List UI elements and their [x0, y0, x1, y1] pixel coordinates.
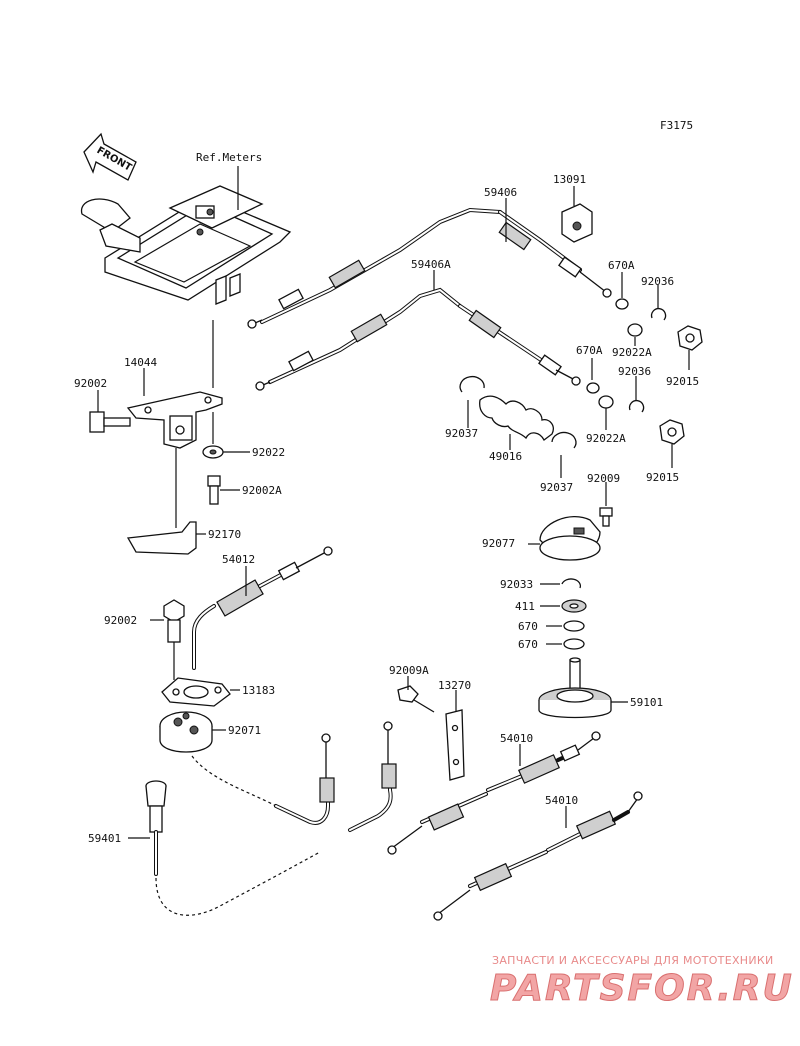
- label-670-a: 670: [518, 620, 538, 633]
- label-92036-a: 92036: [641, 275, 674, 288]
- label-59101: 59101: [630, 696, 663, 709]
- boot-49016: [479, 395, 554, 441]
- clip-92036-a: [650, 307, 667, 321]
- part-13091: [561, 203, 593, 243]
- cable-59406A: [255, 287, 581, 391]
- label-49016: 49016: [489, 450, 522, 463]
- clip-92037-b: [551, 431, 577, 449]
- cover-92077: [539, 515, 601, 561]
- figure-code: F3175: [660, 119, 693, 132]
- label-92170: 92170: [208, 528, 241, 541]
- washer-92022A-b: [598, 395, 614, 409]
- label-92015-b: 92015: [646, 471, 679, 484]
- ref-meters-label: Ref.Meters: [196, 151, 262, 164]
- label-13183: 13183: [242, 684, 275, 697]
- label-92077: 92077: [482, 537, 515, 550]
- label-92002-b: 92002: [104, 614, 137, 627]
- grommet-92071: [159, 711, 213, 753]
- meter-bracket-assembly: [81, 185, 292, 305]
- routing-line-a: [191, 755, 277, 807]
- cable-59401: [145, 780, 167, 876]
- cable-54010-a: [387, 731, 601, 855]
- screw-92009: [599, 507, 613, 527]
- bracket-14044: [126, 391, 223, 449]
- cable-54012: [192, 546, 333, 670]
- label-92009: 92009: [587, 472, 620, 485]
- watermark-tagline: ЗАПЧАСТИ И АКСЕССУАРЫ ДЛЯ МОТОТЕХНИКИ: [492, 954, 774, 967]
- bolt-92002-a: [89, 411, 131, 433]
- front-arrow-icon: FRONT: [83, 132, 137, 181]
- label-92015-a: 92015: [666, 375, 699, 388]
- cable-59406: [247, 207, 612, 329]
- clip-92037-a: [459, 375, 485, 393]
- label-59401: 59401: [88, 832, 121, 845]
- label-14044: 14044: [124, 356, 157, 369]
- plate-13270: [445, 709, 465, 781]
- watermark-brand: PARTSFOR.RU: [490, 968, 794, 1009]
- routing-line-b: [155, 851, 321, 916]
- bolt-92002A: [207, 475, 221, 505]
- washer-92022A-a: [627, 323, 643, 337]
- clamp-92170: [126, 448, 197, 555]
- cable-bend-b: [348, 721, 397, 832]
- label-92071: 92071: [228, 724, 261, 737]
- clip-92036-b: [628, 399, 645, 413]
- pulley-59101: [538, 657, 612, 719]
- nut-92015-a: [677, 325, 703, 351]
- oring-670A-b: [586, 382, 600, 394]
- label-54010-a: 54010: [500, 732, 533, 745]
- label-92037-a: 92037: [445, 427, 478, 440]
- label-92009A: 92009A: [389, 664, 429, 677]
- oring-670-a: [563, 620, 585, 632]
- label-92002A: 92002A: [242, 484, 282, 497]
- cable-54010-b: [433, 791, 643, 921]
- label-92022: 92022: [252, 446, 285, 459]
- label-13270: 13270: [438, 679, 471, 692]
- label-54012: 54012: [222, 553, 255, 566]
- label-670A-a: 670A: [608, 259, 635, 272]
- screw-92009A: [397, 685, 435, 713]
- label-54010-b: 54010: [545, 794, 578, 807]
- label-92002-a: 92002: [74, 377, 107, 390]
- gasket-13183: [161, 677, 231, 707]
- label-92036-b: 92036: [618, 365, 651, 378]
- label-92033: 92033: [500, 578, 533, 591]
- label-411: 411: [515, 600, 535, 613]
- cable-bend-a: [274, 733, 335, 825]
- label-59406: 59406: [484, 186, 517, 199]
- label-13091: 13091: [553, 173, 586, 186]
- oring-670A-a: [615, 298, 629, 310]
- nut-92015-b: [659, 419, 685, 445]
- label-92022A-a: 92022A: [612, 346, 652, 359]
- clip-92033: [561, 578, 582, 589]
- oring-670-b: [563, 638, 585, 650]
- label-670A-b: 670A: [576, 344, 603, 357]
- label-92037-b: 92037: [540, 481, 573, 494]
- label-670-b: 670: [518, 638, 538, 651]
- label-59406A: 59406A: [411, 258, 451, 271]
- label-92022A-b: 92022A: [586, 432, 626, 445]
- bolt-92002-b: [163, 599, 185, 643]
